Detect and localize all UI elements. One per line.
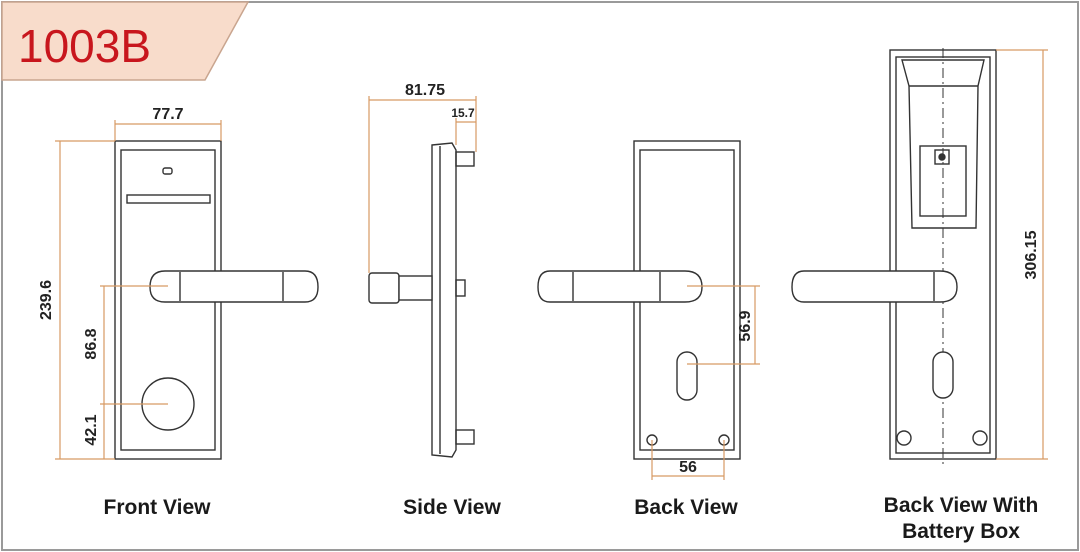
side-boss-bottom — [455, 429, 475, 445]
front-dimensions — [55, 120, 222, 460]
battery-view-keyhole — [932, 351, 954, 399]
model-title: 1003B — [18, 20, 151, 72]
front-cylinder-height-label: 42.1 — [83, 414, 100, 445]
battery-cover-screw — [938, 153, 946, 161]
back-view-caption: Back View — [634, 496, 738, 519]
side-spindle — [455, 279, 466, 297]
battery-cover-latch — [934, 149, 950, 165]
front-handle-height-label: 86.8 — [83, 328, 100, 359]
side-boss-top — [455, 151, 475, 167]
side-depth-label: 81.75 — [405, 82, 445, 99]
battery-dimensions — [996, 49, 1048, 460]
card-slot — [126, 194, 211, 204]
back-view — [537, 140, 741, 460]
back-screw-spacing-label: 56 — [679, 459, 697, 476]
battery-view-handle — [791, 270, 958, 303]
back-handle-keyhole-label: 56.9 — [737, 310, 754, 341]
front-height-label: 239.6 — [38, 280, 55, 320]
battery-view — [791, 48, 997, 465]
back-keyhole — [676, 351, 698, 401]
back-handle — [537, 270, 703, 303]
side-dimensions — [368, 96, 477, 273]
front-handle — [149, 270, 319, 303]
mount-screw — [972, 430, 988, 446]
side-handle — [368, 272, 400, 304]
front-width-label: 77.7 — [152, 106, 183, 123]
side-plate — [431, 142, 457, 458]
side-handle-neck — [398, 275, 433, 301]
back-dimensions — [651, 285, 760, 480]
battery-view-caption-line2: Battery Box — [902, 520, 1020, 543]
led-indicator — [162, 167, 173, 175]
side-thickness-label: 15.7 — [451, 106, 475, 120]
front-view-caption: Front View — [104, 496, 212, 519]
front-view — [114, 140, 319, 460]
battery-view-caption-line1: Back View With — [884, 494, 1039, 517]
battery-height-label: 306.15 — [1023, 230, 1040, 279]
badge-background — [1, 1, 250, 81]
side-view — [368, 142, 475, 458]
side-view-caption: Side View — [403, 496, 501, 519]
mount-screw — [896, 430, 912, 446]
model-badge: 1003B — [1, 1, 250, 81]
